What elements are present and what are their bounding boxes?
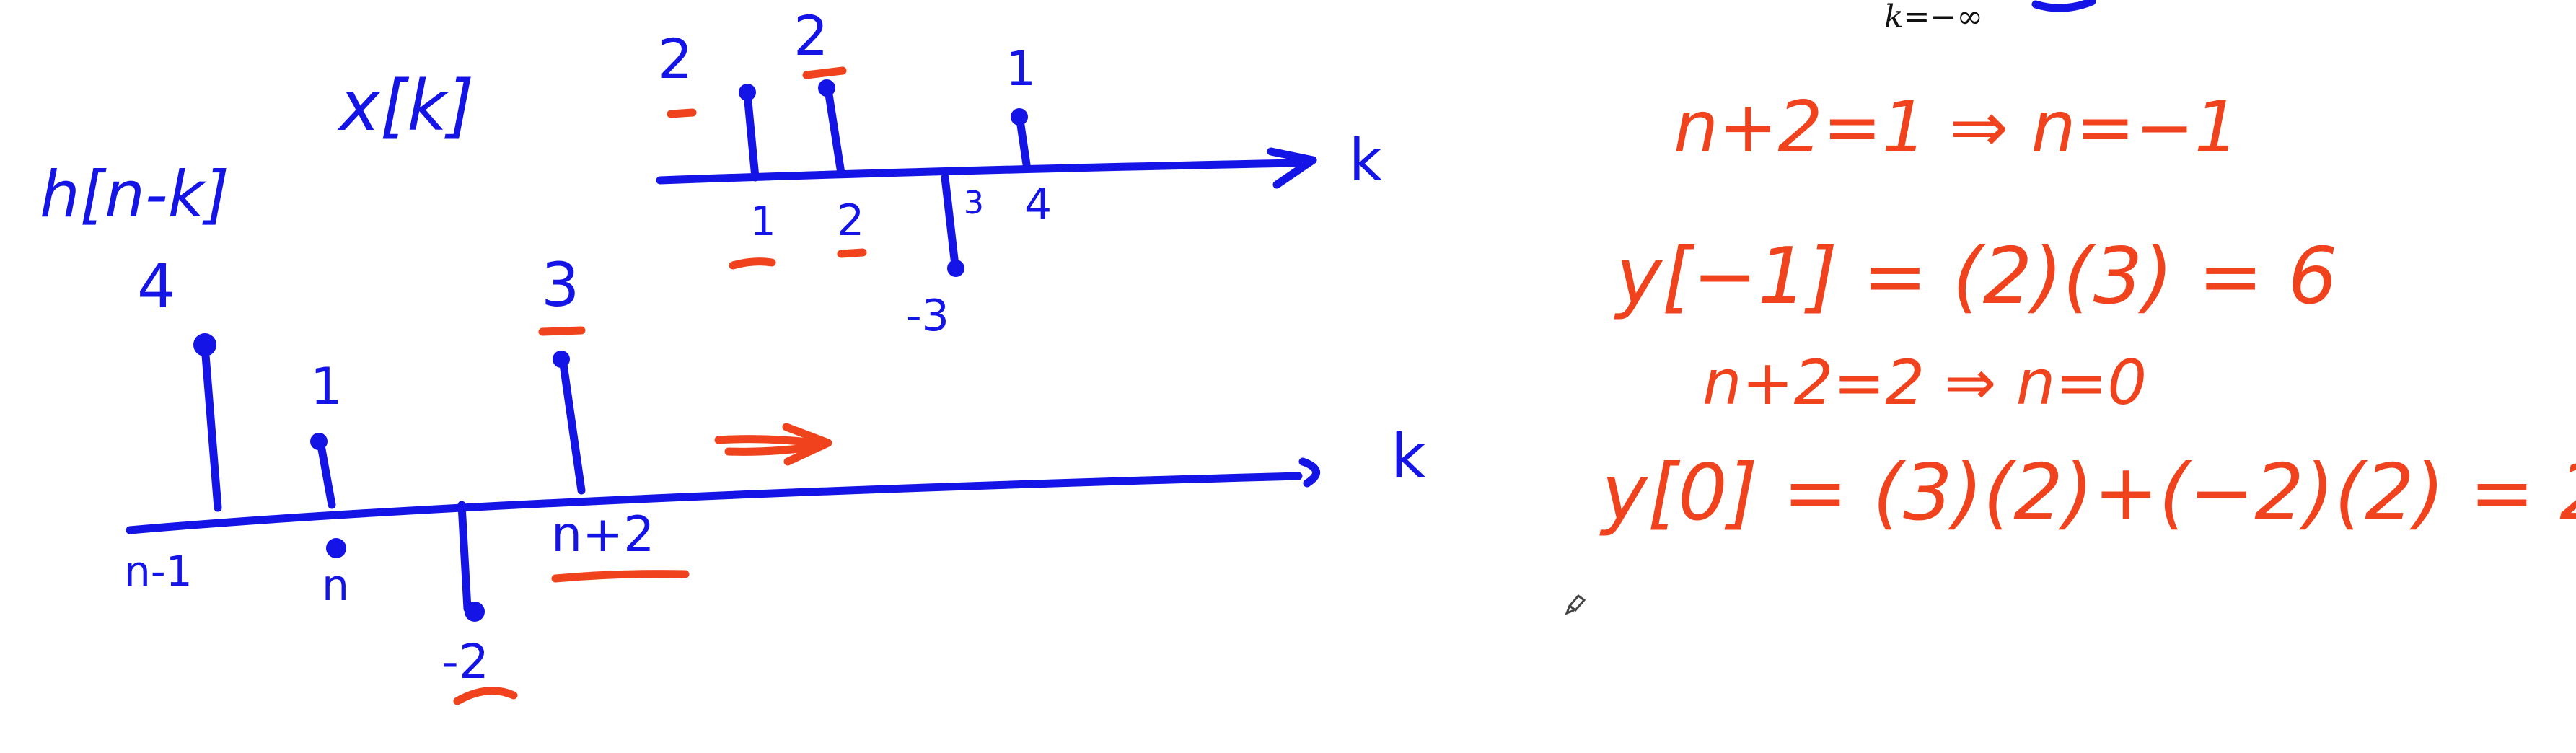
top-stem-2-tick: 2 — [837, 195, 864, 246]
bottom-stem-4-value-highlight — [538, 326, 586, 336]
top-stem-1-value-highlight — [667, 108, 697, 118]
bottom-graph: h[n-k] k 4 n-1 1 n — [40, 157, 1426, 705]
bottom-stem-1: 4 n-1 — [124, 251, 222, 596]
top-axis-arrow-icon — [1267, 147, 1317, 189]
shift-direction-arrow-icon — [714, 423, 832, 466]
top-stem-1-value: 2 — [658, 27, 693, 91]
bottom-stem-3-value: -2 — [441, 634, 489, 690]
convolution-work: n+2=1 ⇒ n=−1 y[−1] = (2)(3) = 6 n+2=2 ⇒ … — [1599, 87, 2576, 538]
top-stem-2-tick-highlight — [837, 248, 867, 258]
top-graph-title: x[k] — [337, 66, 474, 146]
bottom-stem-2-line — [316, 437, 336, 509]
pen-cursor-icon — [1565, 594, 1586, 615]
top-stem-4-marker — [1011, 108, 1028, 126]
bottom-stem-2-marker — [310, 433, 328, 450]
top-stem-3: -3 3 — [906, 173, 984, 341]
top-axis-label: k — [1349, 127, 1383, 194]
top-stem-3-marker — [947, 260, 964, 277]
top-stem-2-value-highlight — [802, 66, 847, 79]
top-stem-3-value: -3 — [906, 291, 949, 341]
bottom-stem-1-line — [201, 342, 222, 512]
header-stroke-fragment — [2031, 0, 2096, 12]
work-line-4: y[0] = (3)(2)+(−2)(2) = 2 — [1599, 448, 2576, 538]
top-stem-1-tick-highlight — [729, 257, 776, 270]
bottom-stem-3-marker — [465, 602, 485, 622]
bottom-axis-label: k — [1391, 421, 1426, 492]
work-line-3: n+2=2 ⇒ n=0 — [1702, 347, 2147, 419]
top-stem-1-marker — [739, 84, 756, 101]
top-stem-2-marker — [818, 79, 835, 97]
header-equation-fragment: k=−∞ — [1884, 0, 1983, 35]
work-line-2: y[−1] = (2)(3) = 6 — [1614, 232, 2337, 322]
bottom-stem-2-value: 1 — [310, 357, 343, 416]
top-stem-3-line — [941, 173, 959, 270]
bottom-stem-4-marker — [553, 351, 570, 368]
bottom-stem-1-value: 4 — [137, 251, 175, 322]
bottom-stem-3-value-highlight — [453, 687, 518, 705]
top-stem-3-tick: 3 — [964, 185, 984, 221]
bottom-stem-2-tick: n — [322, 560, 349, 611]
bottom-stem-4-line — [558, 355, 586, 495]
bottom-graph-title: h[n-k] — [40, 157, 229, 232]
top-stem-1-tick: 1 — [750, 198, 776, 245]
bottom-stem-2: 1 n — [310, 357, 349, 611]
top-stem-1-line — [743, 89, 760, 182]
top-stem-2-line — [823, 81, 845, 177]
bottom-stem-4-tick-highlight — [551, 570, 690, 583]
top-stem-2-value: 2 — [794, 4, 828, 68]
bottom-stem-2-tick-marker — [326, 538, 346, 558]
bottom-axis-line — [126, 472, 1303, 534]
bottom-stem-4: 3 n+2 — [538, 250, 690, 583]
top-stem-1: 2 1 — [658, 27, 776, 270]
top-stem-4-value: 1 — [1006, 41, 1036, 97]
bottom-stem-1-tick: n-1 — [124, 547, 193, 596]
bottom-stem-4-tick: n+2 — [551, 506, 654, 563]
bottom-stem-4-value: 3 — [541, 250, 579, 320]
bottom-stem-1-marker — [193, 333, 216, 356]
top-stem-4: 1 4 — [1006, 41, 1052, 230]
top-stem-4-tick: 4 — [1024, 180, 1052, 230]
bottom-axis-arrow-icon — [1298, 457, 1320, 488]
bottom-stem-3-line — [457, 501, 472, 613]
top-stem-2: 2 2 — [794, 4, 867, 258]
top-graph: x[k] k 2 1 2 2 — [337, 4, 1383, 341]
bottom-stem-3: -2 — [441, 501, 518, 705]
top-axis-line — [656, 159, 1303, 185]
work-line-1: n+2=1 ⇒ n=−1 — [1674, 87, 2239, 169]
